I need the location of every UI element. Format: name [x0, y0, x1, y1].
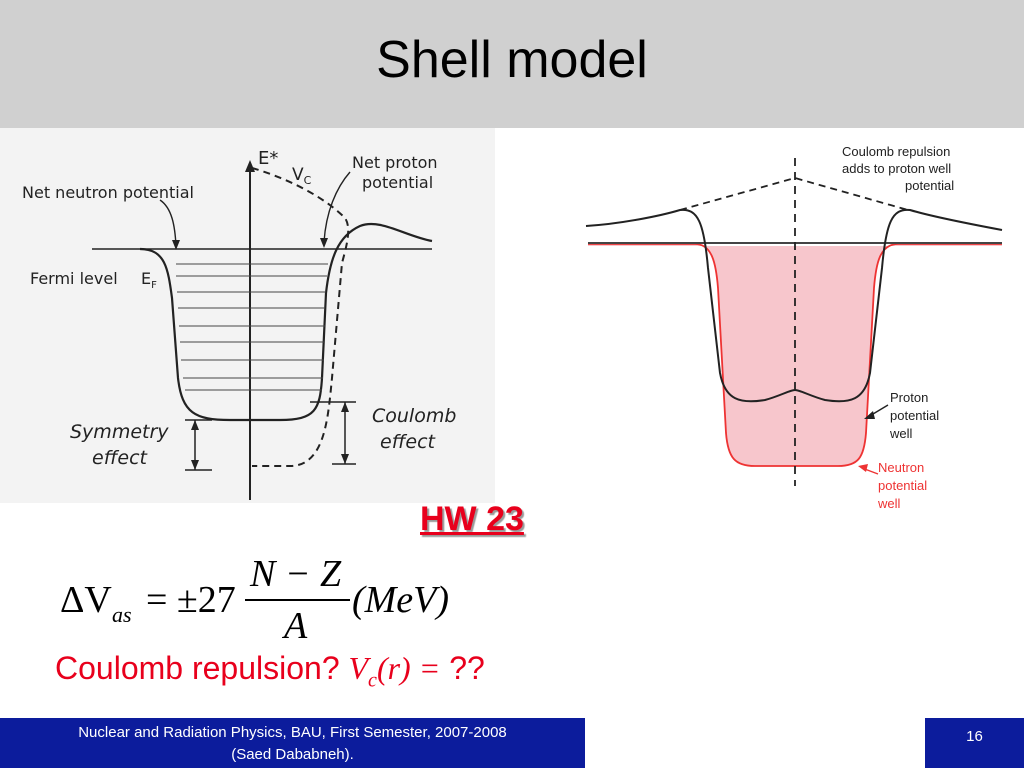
neutron-well-label-1: Neutron — [878, 460, 924, 475]
coulomb-label-2: effect — [380, 431, 437, 453]
eq-subscript: as — [112, 602, 132, 627]
coulomb-note-1: Coulomb repulsion — [842, 144, 950, 159]
coulomb-note-3: potential — [905, 178, 954, 193]
proton-well-label-2: potential — [890, 408, 939, 423]
proton-pointer — [323, 171, 351, 243]
neutron-pointer-head — [172, 240, 180, 250]
coulomb-note-2: adds to proton well — [842, 161, 951, 176]
neutron-well-label-3: well — [877, 496, 901, 511]
right-potential-figure: Coulomb repulsion adds to proton well po… — [580, 128, 1024, 520]
neutron-well-pointer-head — [858, 464, 868, 472]
coulomb-question-marks: ?? — [449, 650, 485, 686]
footer: Nuclear and Radiation Physics, BAU, Firs… — [0, 718, 1024, 768]
proton-potential-curve — [251, 167, 350, 467]
proton-pointer-head — [320, 238, 328, 248]
proton-well-label-3: well — [889, 426, 913, 441]
eq-unit: (MeV) — [352, 579, 450, 621]
vc-label: VC — [292, 165, 312, 187]
title-bar — [0, 0, 1024, 128]
eq-fraction-line — [245, 599, 350, 601]
footer-credit: Nuclear and Radiation Physics, BAU, Firs… — [0, 718, 585, 768]
left-potential-figure: E* VC Net neutron potential Net proton p… — [0, 128, 495, 503]
symmetry-arrow-down — [191, 460, 199, 470]
net-proton-label-1: Net proton — [352, 153, 438, 172]
energy-axis-arrow — [245, 160, 255, 172]
coulomb-arrow-up — [341, 402, 349, 412]
symmetry-label-1: Symmetry — [70, 421, 169, 443]
eq-delta-v: ΔV — [60, 579, 112, 621]
coulomb-vc-math: Vc(r) = — [348, 650, 441, 692]
symmetry-label-2: effect — [92, 447, 149, 469]
proton-potential-curve — [585, 208, 1003, 403]
homework-link[interactable]: HW 23 — [420, 500, 524, 538]
neutron-well-outline — [588, 243, 1002, 467]
footer-line-2: (Saed Dababneh). — [231, 746, 354, 763]
estar-label: E* — [258, 148, 278, 169]
eq-numerator: N − Z — [250, 553, 342, 595]
coulomb-question-text: Coulomb repulsion? — [55, 650, 340, 686]
proton-well-label-1: Proton — [890, 390, 928, 405]
proton-well-pointer-head — [864, 411, 875, 419]
neutron-pointer — [159, 199, 177, 247]
page-number: 16 — [925, 718, 1024, 768]
energy-levels — [176, 263, 328, 391]
fermi-level-label: Fermi level — [30, 269, 118, 288]
eq-denominator: A — [284, 605, 308, 647]
net-neutron-label: Net neutron potential — [22, 183, 194, 202]
left-potential-svg: E* VC Net neutron potential Net proton p… — [22, 148, 456, 500]
coulomb-label-1: Coulomb — [372, 405, 456, 427]
coulomb-dashed-line — [679, 177, 909, 211]
neutron-well-label-2: potential — [878, 478, 927, 493]
slide-title: Shell model — [376, 31, 648, 89]
asymmetry-equation: ΔV as = ±27 N − Z A (MeV) — [60, 548, 520, 648]
ef-label: EF — [141, 269, 157, 291]
net-proton-label-2: potential — [362, 173, 433, 192]
coulomb-question: Coulomb repulsion? Vc(r) = ?? — [55, 650, 485, 692]
right-potential-svg: Coulomb repulsion adds to proton well po… — [585, 144, 1003, 511]
footer-line-1: Nuclear and Radiation Physics, BAU, Firs… — [78, 724, 507, 741]
coulomb-arrow-down — [341, 454, 349, 464]
symmetry-arrow-up — [191, 420, 199, 430]
eq-equals: = ±27 — [146, 579, 236, 621]
neutron-potential-curve — [139, 222, 433, 422]
